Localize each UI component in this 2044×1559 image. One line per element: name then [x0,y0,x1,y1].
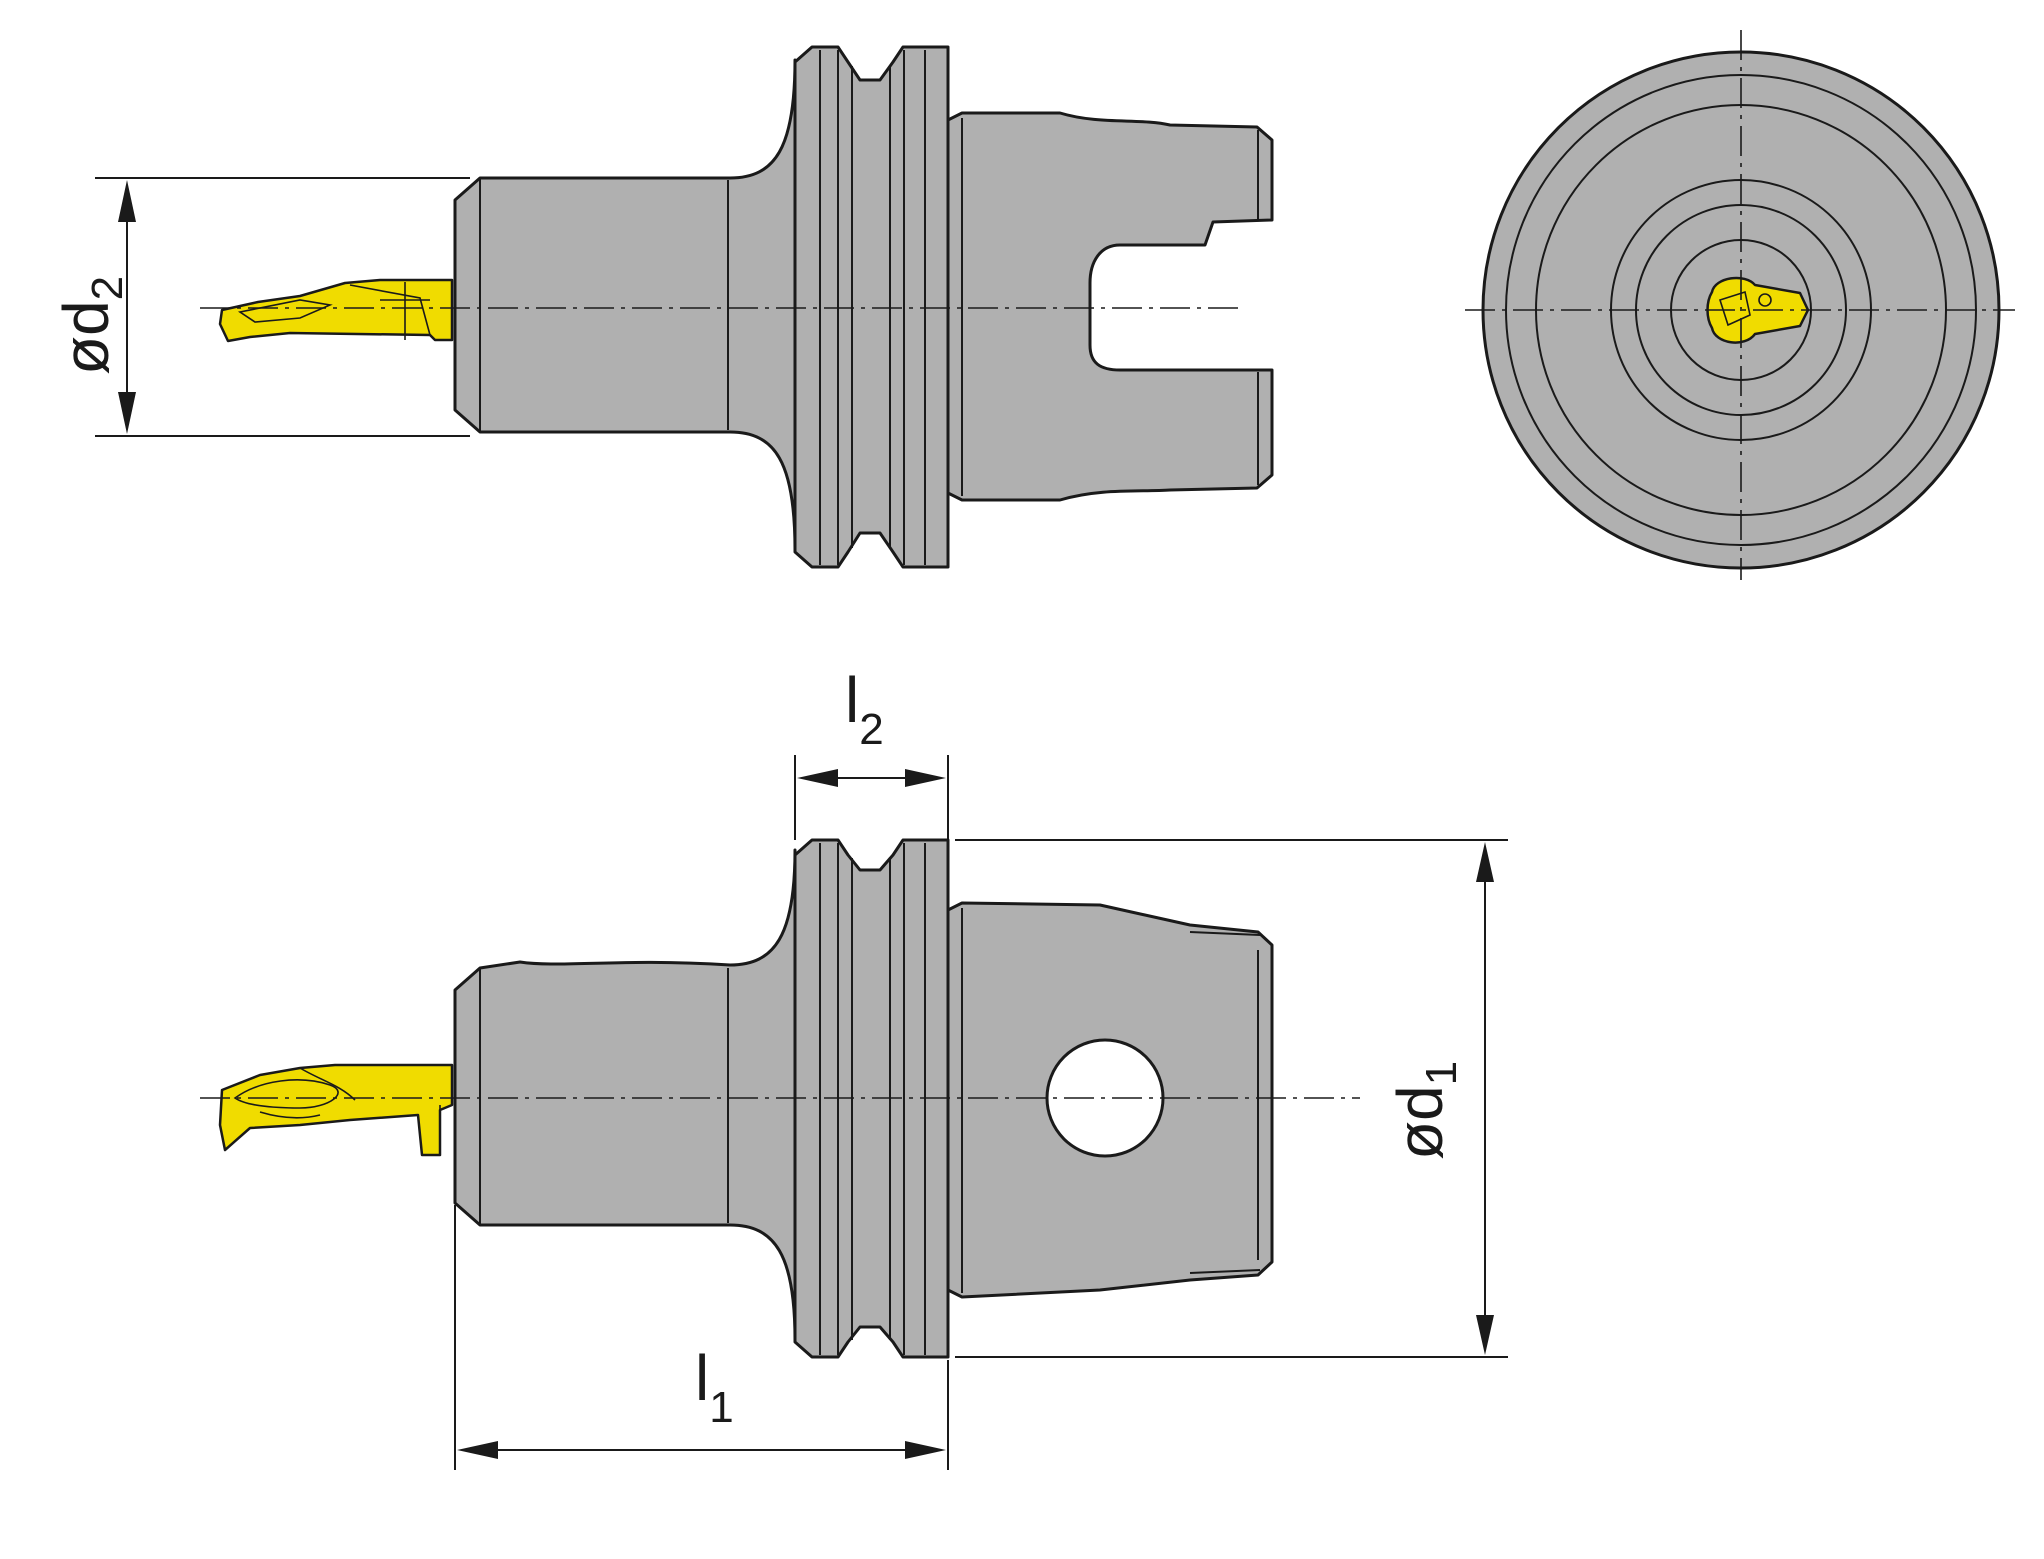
bottom-side-view: l2 l1 ød1 [200,664,1508,1470]
top-shank [453,58,797,552]
bottom-flange [793,838,950,1359]
bottom-shank [453,848,797,1342]
top-insert[interactable] [218,278,454,343]
bottom-insert[interactable] [218,1063,454,1157]
dimension-d2-label: ød2 [50,276,132,375]
dimension-d1-label: ød1 [1384,1061,1466,1160]
top-flange [793,45,950,569]
dimension-l2-label: l2 [845,664,884,754]
top-side-view: ød2 [50,45,1274,569]
dimension-l1-label: l1 [695,1342,734,1432]
end-view [1465,30,2015,580]
top-drive-end [946,111,1274,502]
